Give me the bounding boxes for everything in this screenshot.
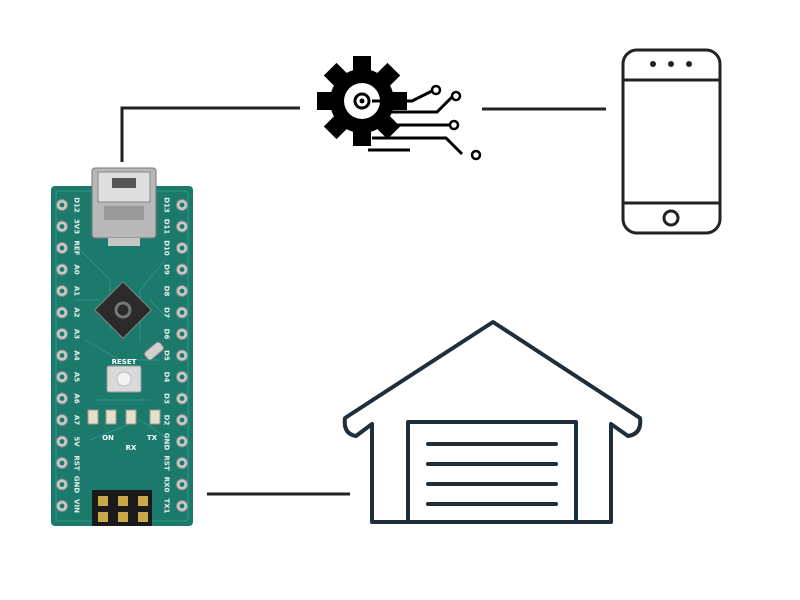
smartphone-icon (621, 48, 722, 235)
left-pin-holes (56, 199, 68, 512)
pin-label: 3V3 (73, 219, 81, 234)
pin-hole-center (59, 245, 65, 251)
pin-label: A6 (73, 393, 81, 403)
pin-hole-center (59, 460, 65, 466)
pin-hole-center (59, 439, 65, 444)
pin-label: TX1 (163, 498, 171, 513)
pin-hole-center (59, 202, 65, 208)
pin-label: A5 (73, 372, 81, 382)
pin-hole-center (59, 224, 65, 229)
right-pin-holes (176, 199, 188, 512)
pin-hole-center (59, 310, 65, 315)
pin-hole-center (179, 202, 185, 208)
pin-hole-center (179, 331, 185, 337)
pin-label: D12 (73, 197, 81, 213)
pin-hole-center (179, 288, 185, 294)
pin-label: D2 (163, 415, 171, 426)
pin-label: D13 (163, 197, 171, 213)
pin-label: A2 (73, 307, 81, 317)
led-label-tx: TX (147, 434, 158, 442)
pin-hole-center (179, 460, 185, 466)
pin-label: RST (163, 455, 171, 470)
pin-hole-center (179, 224, 185, 229)
pin-label: GND (163, 433, 171, 451)
pin-hole-center (179, 267, 185, 272)
pin-label: REF (73, 241, 81, 256)
pin-hole-center (59, 417, 65, 423)
pin-label: D7 (163, 307, 171, 318)
pin-hole-center (59, 482, 65, 487)
pin-hole-center (179, 396, 185, 401)
pin-hole-center (179, 503, 185, 509)
usb-connector (91, 167, 157, 246)
pin-hole-center (179, 245, 185, 251)
status-leds (87, 409, 161, 425)
gear-circuit-icon (317, 56, 482, 161)
reset-label: RESET (112, 358, 137, 366)
mcu-chip (94, 281, 152, 339)
pin-label: A0 (73, 264, 81, 274)
pin-label: VIN (73, 499, 81, 513)
pin-hole-center (59, 353, 65, 358)
led-label-rx: RX (126, 444, 137, 452)
pin-hole-center (59, 267, 65, 272)
pin-hole-center (179, 353, 185, 358)
pin-label: D10 (163, 240, 171, 256)
pin-hole-center (179, 310, 185, 315)
led-label-on: ON (102, 434, 114, 442)
pin-label: D8 (163, 286, 171, 297)
connector-lines (120, 106, 606, 496)
pin-label: RX0 (163, 477, 171, 493)
pin-hole-center (59, 396, 65, 401)
pin-label: D11 (163, 219, 171, 235)
pin-hole-center (179, 374, 185, 380)
pin-label: A4 (73, 350, 81, 360)
pcb (51, 186, 193, 526)
connector-board-to-gear (120, 106, 300, 162)
reset-button (106, 365, 142, 393)
pin-label: D3 (163, 393, 171, 404)
pin-label: RST (73, 455, 81, 470)
pin-hole-center (179, 482, 185, 487)
pin-hole-center (59, 503, 65, 509)
pin-hole-center (179, 439, 185, 444)
pin-label: A1 (73, 286, 81, 296)
pin-label: D5 (163, 350, 171, 361)
pin-hole-center (59, 374, 65, 380)
pin-label: GND (73, 476, 81, 494)
pin-label: 5V (73, 436, 81, 447)
pin-label: D4 (163, 372, 171, 383)
pin-label: A7 (73, 415, 81, 425)
bottom-header (92, 490, 152, 526)
pin-label: A3 (73, 329, 81, 339)
pin-label: D6 (163, 329, 171, 340)
pin-hole-center (179, 417, 185, 423)
pin-hole-center (59, 288, 65, 294)
pin-hole-center (59, 331, 65, 337)
crystal (143, 341, 165, 361)
pin-label: D9 (163, 264, 171, 275)
garage-icon (342, 320, 643, 524)
